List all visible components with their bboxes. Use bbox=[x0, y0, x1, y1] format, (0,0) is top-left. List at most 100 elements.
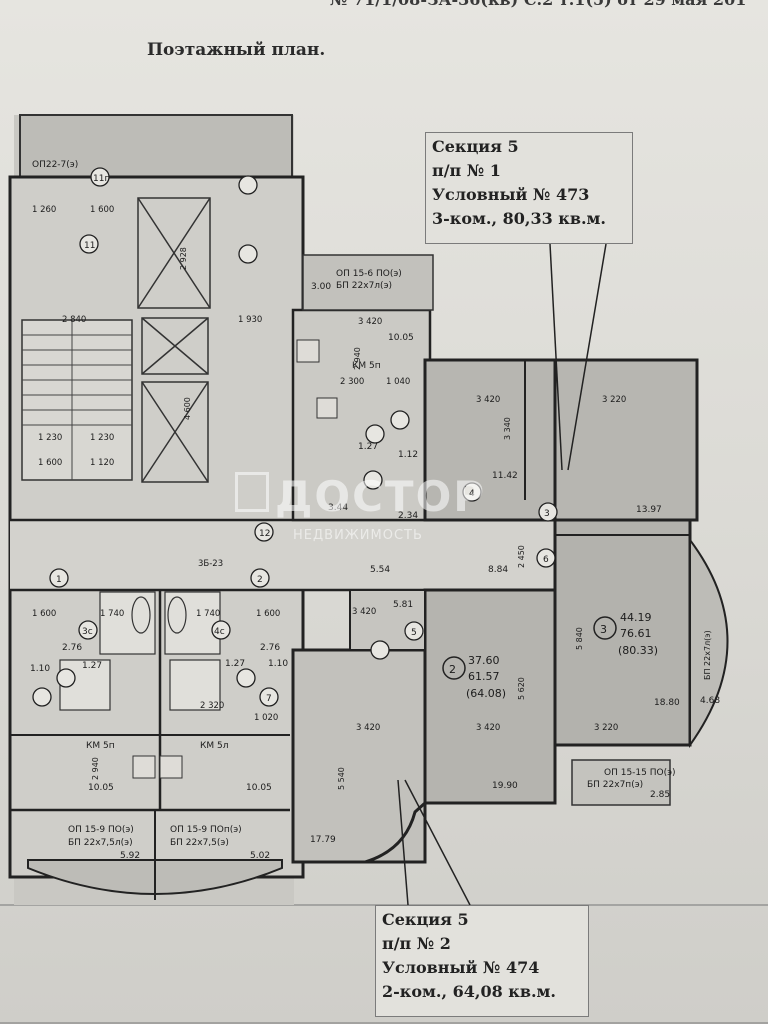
watermark-logo: ДОСТОР bbox=[275, 472, 487, 521]
callout-number: п/п № 2 bbox=[382, 934, 451, 953]
dimension-label: 1 040 bbox=[386, 377, 410, 387]
page-title: Поэтажный план. bbox=[147, 40, 326, 60]
dimension-label: 4 600 bbox=[183, 397, 192, 420]
room-area: 1.10 bbox=[30, 664, 50, 674]
callout-conditional-number: Условный № 474 bbox=[382, 958, 540, 977]
dimension-label: 1 120 bbox=[90, 458, 114, 468]
room-area: 19.90 bbox=[492, 781, 518, 791]
balcony-label: БП 22х7,5л(э) bbox=[68, 838, 133, 848]
kitchen-label: КМ 5л bbox=[200, 741, 229, 751]
dimension-label: 3 420 bbox=[358, 317, 382, 327]
room-area: 13.97 bbox=[636, 505, 662, 515]
room-marker: 12 bbox=[259, 529, 270, 539]
dimension-label: 3 420 bbox=[476, 723, 500, 733]
room-area: 1.12 bbox=[398, 450, 418, 460]
callout-section: Секция 5 bbox=[382, 910, 469, 929]
room-marker: 3с bbox=[82, 627, 93, 637]
room-area: 1.27 bbox=[225, 659, 245, 669]
balcony-label: БП 22х7п(э) bbox=[587, 780, 643, 790]
room-marker: 4 bbox=[469, 489, 475, 499]
dimension-label: 1 020 bbox=[254, 713, 278, 723]
apartment-callout-bottom: Секция 5 п/п № 2 Условный № 474 2-ком., … bbox=[375, 905, 589, 1017]
balcony-label: ОП22-7(э) bbox=[32, 160, 78, 170]
apartment-marker: 2 bbox=[449, 663, 456, 676]
room-area: 2.34 bbox=[398, 511, 418, 521]
dimension-label: 3 220 bbox=[602, 395, 626, 405]
callout-section: Секция 5 bbox=[432, 137, 519, 156]
room-area: 5.54 bbox=[370, 565, 390, 575]
balcony-label: БП 22х7л(э) bbox=[336, 281, 392, 291]
room-area: 2.76 bbox=[62, 643, 82, 653]
balcony-label: БП 22х7,5(э) bbox=[170, 838, 229, 848]
room-area: 4.68 bbox=[700, 696, 720, 706]
room-area: 3.00 bbox=[311, 282, 331, 292]
room-area: 5.92 bbox=[120, 851, 140, 861]
dimension-label: 5 540 bbox=[337, 767, 346, 790]
apartment-living-area: 44.19 bbox=[620, 611, 652, 624]
callout-conditional-number: Условный № 473 bbox=[432, 185, 590, 204]
room-marker: 7 bbox=[266, 694, 272, 704]
balcony-label: БП 22х7л(э) bbox=[703, 630, 712, 680]
apartment-total-area: 76.61 bbox=[620, 627, 652, 640]
callout-number: п/п № 1 bbox=[432, 161, 501, 180]
apartment-total-area: 61.57 bbox=[468, 670, 500, 683]
kitchen-label: КМ 5п bbox=[86, 741, 115, 751]
room-marker: 6 bbox=[543, 555, 549, 565]
room-marker: 11г bbox=[93, 174, 109, 184]
room-area: 10.05 bbox=[388, 333, 414, 343]
room-marker: 1 bbox=[56, 575, 62, 585]
dimension-label: 3 420 bbox=[352, 607, 376, 617]
dimension-label: 1 740 bbox=[196, 609, 220, 619]
room-area: 1.10 bbox=[268, 659, 288, 669]
dimension-label: 1 600 bbox=[38, 458, 62, 468]
dimension-label: 2 320 bbox=[200, 701, 224, 711]
balcony-label: ОП 15-6 ПО(э) bbox=[336, 269, 402, 279]
apartment-balcony-area: (80.33) bbox=[618, 644, 658, 657]
room-area: 2.76 bbox=[260, 643, 280, 653]
dimension-label: 1 600 bbox=[256, 609, 280, 619]
dimension-label: 5 840 bbox=[575, 627, 584, 650]
dimension-label: 2 300 bbox=[340, 377, 364, 387]
dimension-label: 1 740 bbox=[100, 609, 124, 619]
room-marker: 11 bbox=[84, 241, 95, 251]
dimension-label: 2 450 bbox=[517, 545, 526, 568]
dimension-label: 1 230 bbox=[90, 433, 114, 443]
apartment-living-area: 37.60 bbox=[468, 654, 500, 667]
dimension-label: 3 220 bbox=[594, 723, 618, 733]
apartment-marker: 3 bbox=[600, 623, 607, 636]
dimension-label: 2 940 bbox=[91, 757, 100, 780]
room-area: 18.80 bbox=[654, 698, 680, 708]
dimension-label: 1 930 bbox=[238, 315, 262, 325]
room-marker: 3 bbox=[544, 509, 550, 519]
balcony-label: ОП 15-9 ПОп(э) bbox=[170, 825, 242, 835]
dimension-label: 1 230 bbox=[38, 433, 62, 443]
balcony-label: ОП 15-15 ПО(э) bbox=[604, 768, 676, 778]
dimension-label: 2 928 bbox=[179, 247, 188, 270]
room-area: 10.05 bbox=[246, 783, 272, 793]
kitchen-label: КМ 5п bbox=[352, 361, 381, 371]
room-area: 10.05 bbox=[88, 783, 114, 793]
room-area: 2.85 bbox=[650, 790, 670, 800]
dimension-label: 1 600 bbox=[90, 205, 114, 215]
room-area: 11.42 bbox=[492, 471, 518, 481]
room-area: 1.27 bbox=[82, 661, 102, 671]
room-area: 5.02 bbox=[250, 851, 270, 861]
dimension-label: 3 420 bbox=[476, 395, 500, 405]
dimension-label: 3 340 bbox=[503, 417, 512, 440]
document-header: № 71/1/08-ЗА-36(кв) С.2 т.1(5) от 29 мая… bbox=[330, 0, 768, 12]
room-area: 1.27 bbox=[358, 442, 378, 452]
room-marker: 2 bbox=[257, 575, 263, 585]
room-area: 17.79 bbox=[310, 835, 336, 845]
dimension-label: 1 260 bbox=[32, 205, 56, 215]
dimension-label: 2 940 bbox=[353, 347, 362, 370]
dimension-label: 3 420 bbox=[356, 723, 380, 733]
watermark-subtitle: НЕДВИЖИМОСТЬ bbox=[293, 528, 423, 543]
callout-description: 3-ком., 80,33 кв.м. bbox=[432, 209, 606, 228]
dimension-label: 3Б-23 bbox=[198, 559, 223, 569]
room-marker: 4с bbox=[214, 627, 225, 637]
balcony-label: ОП 15-9 ПО(э) bbox=[68, 825, 134, 835]
apartment-balcony-area: (64.08) bbox=[466, 687, 506, 700]
room-area: 5.81 bbox=[393, 600, 413, 610]
watermark: ДОСТОР НЕДВИЖИМОСТЬ bbox=[235, 472, 487, 543]
